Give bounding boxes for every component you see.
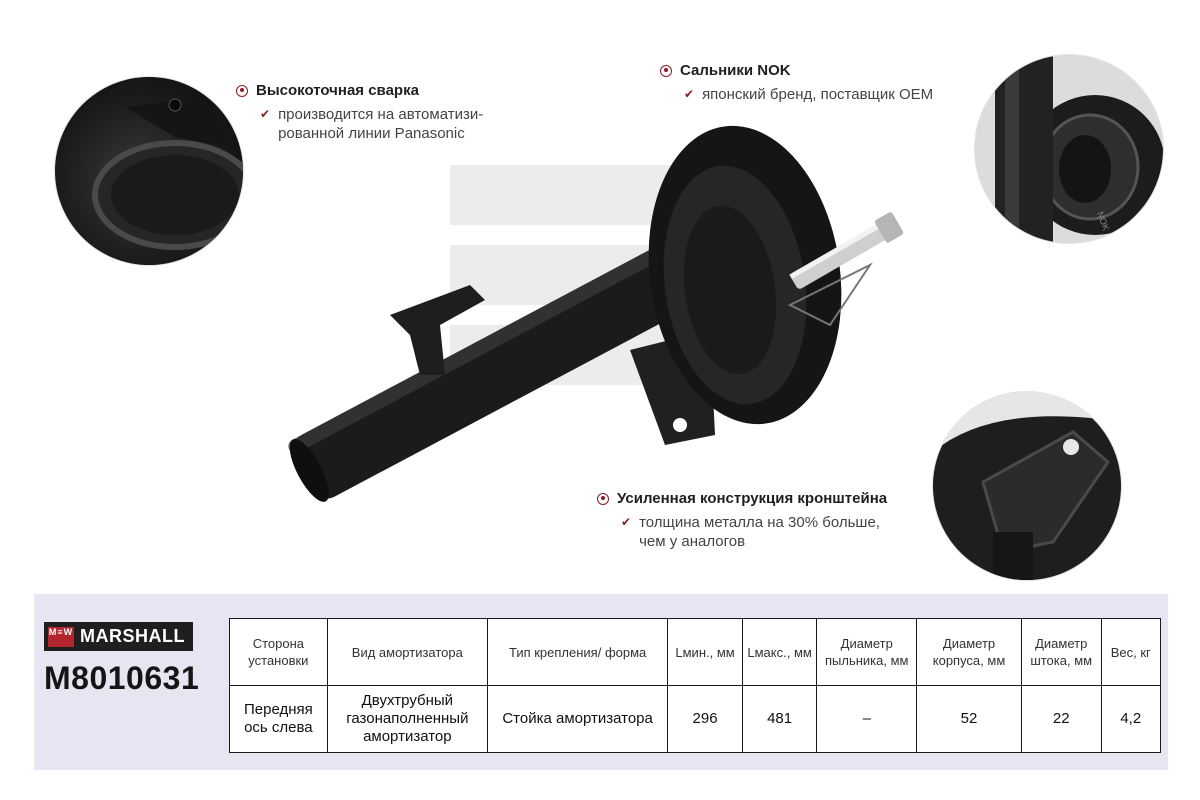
- table-row: Передняя ось слева Двухтрубный газонапол…: [229, 685, 1161, 753]
- marshall-logo: M≡W MARSHALL: [44, 622, 193, 651]
- seal-detail-image: NOK: [975, 55, 1163, 243]
- cell-weight: 4,2: [1100, 685, 1161, 753]
- cell-rod-diameter: 22: [1020, 685, 1102, 753]
- feature-bracket: Усиленная конструкция кронштейна ✔ толщин…: [597, 490, 887, 551]
- feature-desc: толщина металла на 30% больше, чем у ана…: [639, 514, 880, 550]
- check-icon: ✔: [684, 87, 695, 101]
- part-number: M8010631: [44, 660, 200, 696]
- bullet-icon: [660, 64, 672, 77]
- bullet-icon: [597, 492, 609, 505]
- cell-type: Двухтрубный газонаполненный амортизатор: [326, 685, 488, 753]
- bracket-detail-image: [933, 392, 1121, 580]
- col-header: Сторона установки: [229, 618, 328, 686]
- col-header: Lмакс., мм: [741, 618, 818, 686]
- feature-welding: Высокоточная сварка ✔ производится на авт…: [236, 82, 483, 143]
- table-header-row: Сторона установки Вид амортизатора Тип к…: [229, 618, 1161, 686]
- col-header: Тип крепления/ форма: [486, 618, 669, 686]
- check-icon: ✔: [621, 515, 632, 529]
- col-header: Диаметр пыльника, мм: [816, 618, 918, 686]
- feature-title: Усиленная конструкция кронштейна: [617, 490, 888, 507]
- feature-title: Сальники NOK: [680, 62, 791, 79]
- check-icon: ✔: [260, 107, 271, 121]
- cell-side: Передняя ось слева: [229, 685, 328, 753]
- cell-boot-diameter: –: [816, 685, 918, 753]
- logo-mark: M≡W: [48, 626, 74, 647]
- feature-seals: Сальники NOK ✔ японский бренд, поставщик …: [660, 62, 933, 104]
- col-header: Диаметр штока, мм: [1020, 618, 1102, 686]
- feature-title: Высокоточная сварка: [256, 82, 419, 99]
- feature-desc: производится на автоматизи- рованной лин…: [278, 106, 484, 142]
- cell-lmax: 481: [741, 685, 818, 753]
- shock-absorber-image: [270, 125, 920, 545]
- cell-mount: Стойка амортизатора: [486, 685, 669, 753]
- logo-brand-name: MARSHALL: [80, 626, 185, 646]
- cell-body-diameter: 52: [916, 685, 1022, 753]
- col-header: Диаметр корпуса, мм: [916, 618, 1022, 686]
- cell-lmin: 296: [667, 685, 743, 753]
- col-header: Вес, кг: [1100, 618, 1161, 686]
- feature-desc: японский бренд, поставщик OEM: [702, 86, 934, 103]
- col-header: Lмин., мм: [667, 618, 743, 686]
- spec-table: Сторона установки Вид амортизатора Тип к…: [229, 618, 1161, 753]
- col-header: Вид амортизатора: [326, 618, 488, 686]
- welding-detail-image: [55, 77, 243, 265]
- bullet-icon: [236, 84, 248, 97]
